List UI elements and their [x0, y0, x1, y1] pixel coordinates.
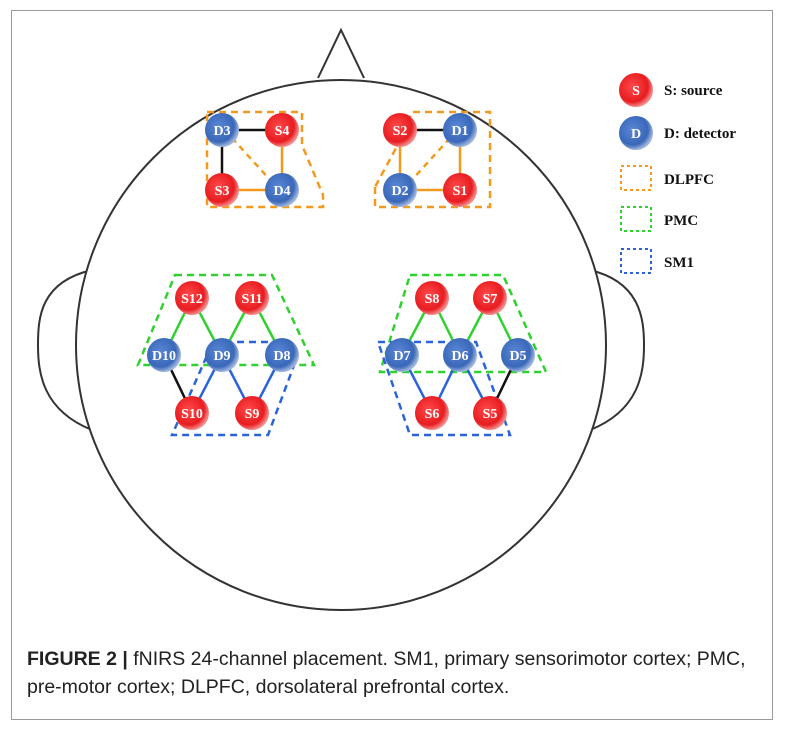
optode-label: S3 [215, 184, 230, 199]
optode-label: D9 [213, 349, 230, 364]
optode-label: S2 [393, 124, 408, 139]
optode-label: D1 [451, 124, 468, 139]
source-s9: S9 [235, 396, 269, 430]
optode-label: D4 [273, 184, 290, 199]
optode-label: S10 [181, 407, 203, 422]
head [75, 79, 607, 611]
channel-d3-d4-diag [231, 137, 273, 183]
source-s3: S3 [205, 173, 239, 207]
detector-d9: D9 [205, 338, 239, 372]
optode-label: D2 [391, 184, 408, 199]
legend-detector-text: D: detector [664, 126, 736, 142]
legend-dlpfc: DLPFC [620, 165, 714, 191]
legend-detector-symbol: D [631, 127, 641, 142]
source-s11: S11 [235, 281, 269, 315]
optode-label: S9 [245, 407, 260, 422]
legend-detector: D D: detector [619, 116, 736, 150]
detector-d5: D5 [501, 338, 535, 372]
pmc-right-outline [378, 273, 548, 374]
source-s6: S6 [415, 396, 449, 430]
legend: S S: source D D: detector DLPFC PMC SM1 [619, 73, 736, 274]
source-s10: S10 [175, 396, 209, 430]
optode-label: D3 [213, 124, 230, 139]
detector-d2: D2 [383, 173, 417, 207]
pmc-left-outline [136, 273, 316, 367]
sm1-right-outline [376, 340, 512, 437]
optode-label: S11 [241, 292, 262, 307]
nose [317, 27, 365, 79]
optode-label: D7 [393, 349, 410, 364]
optode-label: S8 [425, 292, 440, 307]
detector-d7: D7 [385, 338, 419, 372]
figure-caption-text: fNIRS 24-channel placement. SM1, primary… [27, 648, 746, 698]
dlpfc-left-outline [205, 110, 325, 209]
optode-label: S6 [425, 407, 440, 422]
legend-pmc-text: PMC [664, 213, 698, 229]
optodes: D3 S4 S3 D4 S2 D1 D2 S1 S12 S11 D10 D9 D… [147, 113, 535, 430]
legend-source-text: S: source [664, 83, 723, 99]
legend-pmc: PMC [620, 206, 698, 232]
legend-source-symbol: S [632, 84, 640, 99]
source-s7: S7 [473, 281, 507, 315]
dlpfc-right-outline [373, 110, 492, 209]
head-outline [36, 27, 646, 611]
source-s2: S2 [383, 113, 417, 147]
detector-d10: D10 [147, 338, 181, 372]
optode-label: D5 [509, 349, 526, 364]
detector-d1: D1 [443, 113, 477, 147]
source-s8: S8 [415, 281, 449, 315]
detector-d3: D3 [205, 113, 239, 147]
source-s12: S12 [175, 281, 209, 315]
optode-label: S5 [483, 407, 498, 422]
optode-label: D6 [451, 349, 468, 364]
optode-label: S12 [181, 292, 203, 307]
source-s4: S4 [265, 113, 299, 147]
optode-label: S1 [453, 184, 468, 199]
source-s5: S5 [473, 396, 507, 430]
detector-d4: D4 [265, 173, 299, 207]
legend-sm1: SM1 [620, 248, 694, 274]
detector-d6: D6 [443, 338, 477, 372]
legend-dlpfc-text: DLPFC [664, 172, 714, 188]
optode-label: D10 [152, 349, 176, 364]
legend-source: S S: source [619, 73, 723, 107]
figure-caption: FIGURE 2 | fNIRS 24-channel placement. S… [27, 645, 767, 701]
figure-label: FIGURE 2 | [27, 648, 128, 670]
optode-label: D8 [273, 349, 290, 364]
detector-d8: D8 [265, 338, 299, 372]
source-s1: S1 [443, 173, 477, 207]
channel-d1-d2-diag [409, 137, 451, 183]
optode-label: S4 [275, 124, 290, 139]
optode-label: S7 [483, 292, 498, 307]
legend-sm1-text: SM1 [664, 255, 694, 271]
